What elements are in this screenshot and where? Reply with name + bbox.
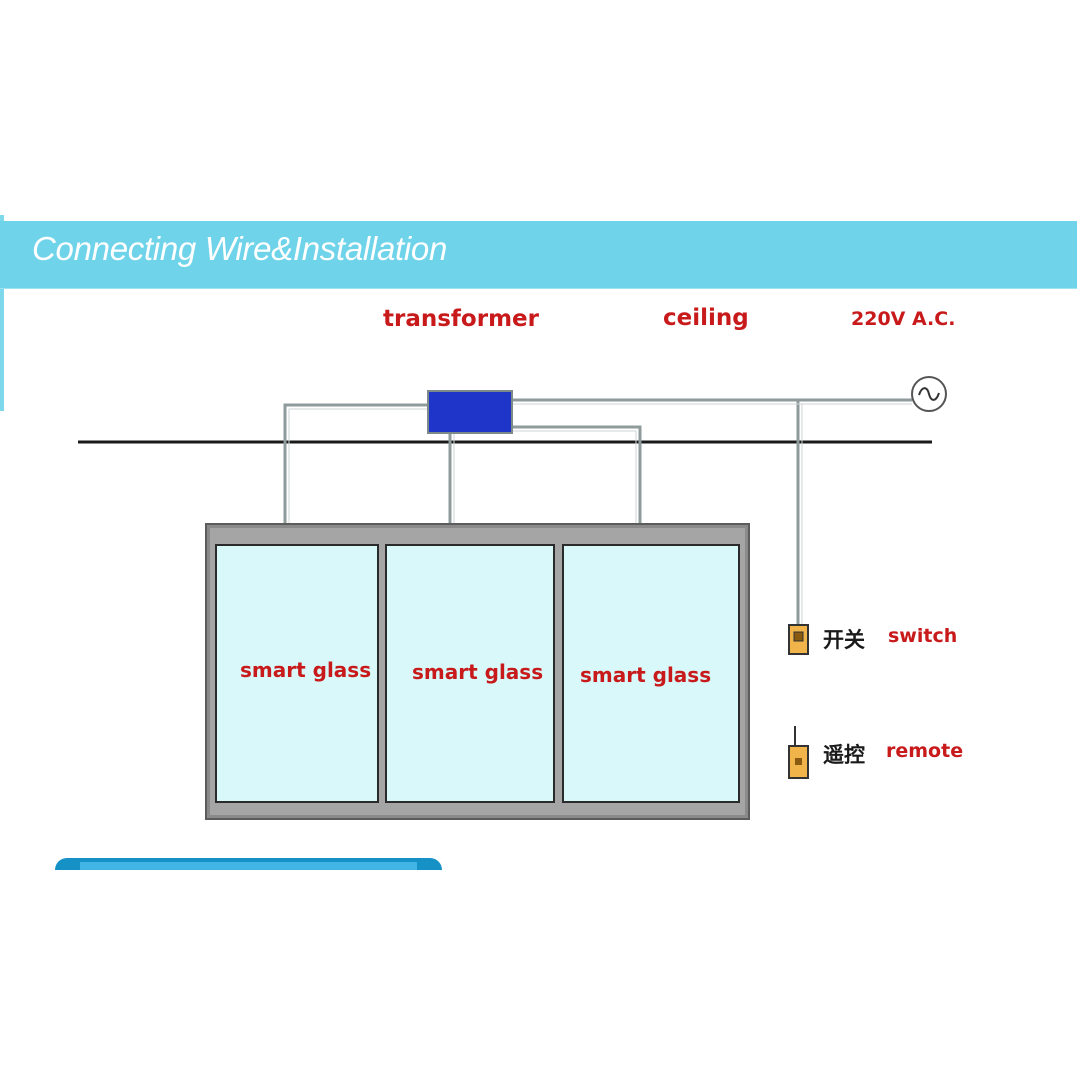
glass-panel-3 [562, 544, 740, 803]
glass-panel-2 [385, 544, 555, 803]
remote-control-icon [788, 726, 809, 779]
switch-label-cn: 开关 [823, 627, 865, 652]
panel-label-2: smart glass [412, 660, 544, 684]
left-edge-accent [0, 215, 4, 411]
panel-label-1: smart glass [240, 658, 372, 682]
page-title: Connecting Wire&Installation [32, 230, 448, 267]
transformer-box [427, 390, 513, 434]
wall-switch-icon [788, 624, 809, 655]
banner-divider [0, 288, 1077, 289]
power-label: 220V A.C. [851, 308, 956, 330]
panel-label-3: smart glass [580, 663, 712, 687]
glass-panel-1 [215, 544, 379, 803]
ac-source-icon [911, 376, 947, 412]
wire-panel-3 [512, 425, 642, 542]
wire-panel-1 [283, 403, 428, 542]
switch-label: switch [888, 625, 958, 647]
transformer-label: transformer [383, 306, 539, 332]
wires [283, 398, 912, 624]
remote-label: remote [886, 740, 964, 762]
bottom-section-bar-highlight [80, 862, 417, 870]
ceiling-label: ceiling [663, 305, 749, 331]
header-banner [0, 221, 1077, 288]
remote-label-cn: 遥控 [823, 742, 865, 767]
